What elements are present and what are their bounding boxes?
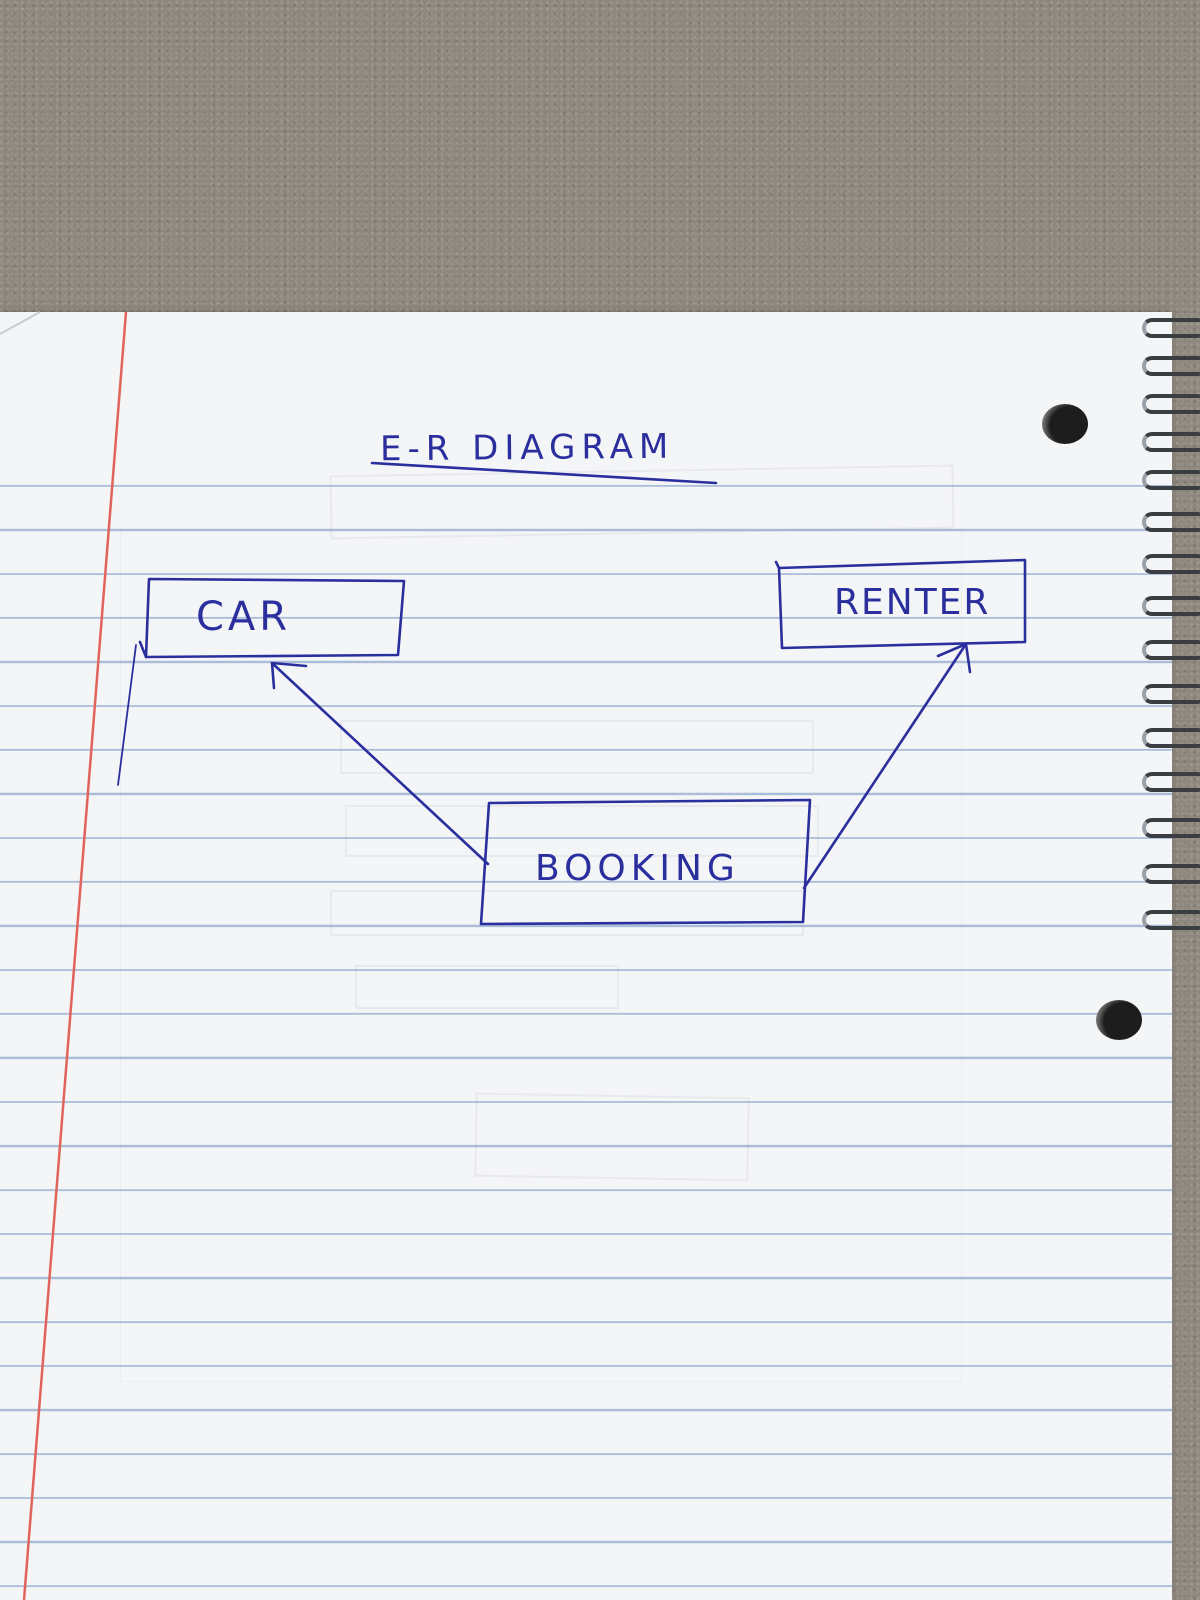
entity-label-renter: RENTER [834,582,991,623]
margin-rule [22,311,128,1600]
renter-entity-box [777,558,1027,650]
title-underline [370,461,718,485]
punch-hole-top [1042,404,1088,444]
car-entity-box [144,577,406,659]
diagram-title: E-R DIAGRAM [379,426,675,470]
relationship-line-booking-renter [802,642,968,890]
arrowhead-car [270,661,308,690]
stray-pen-mark [117,644,137,786]
booking-entity-box [479,798,812,926]
entity-label-booking: BOOKING [535,848,740,889]
punch-hole-middle [1096,1000,1142,1040]
entity-label-car: CAR [196,594,292,640]
notebook-page [0,312,1172,1600]
car-box-tick [138,640,148,659]
page-corner-edge [0,311,41,335]
arrowhead-renter [936,642,972,674]
renter-box-tick [774,560,781,570]
page-header-area [0,312,1172,444]
relationship-line-booking-car [270,661,490,866]
